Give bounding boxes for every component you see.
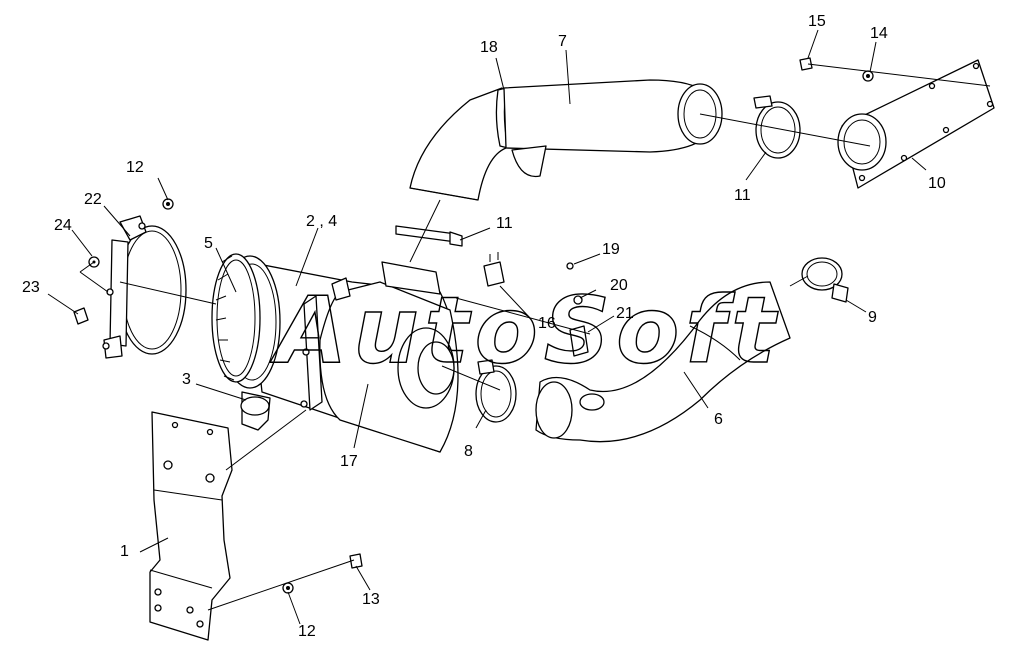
part-number-labels: 1 2 , 4 3 5 6 7 8 9 10 11 11 12 12 13 14… [22, 13, 946, 640]
label-part-16: 16 [538, 315, 556, 332]
outlet-pipe-part-6 [535, 281, 791, 443]
intake-pipe-part-7 [503, 79, 723, 178]
hose-clamp-part-9 [801, 257, 849, 303]
label-part-8: 8 [464, 443, 473, 460]
outlet-housing-part-17 [319, 261, 459, 453]
label-part-11-upper: 11 [734, 187, 751, 204]
label-part-11-lower: 11 [496, 215, 513, 232]
housing-strap-right [300, 277, 351, 411]
label-part-15: 15 [808, 13, 826, 30]
screw-part-15 [799, 57, 813, 71]
label-part-19: 19 [602, 241, 620, 258]
label-part-14: 14 [870, 25, 888, 42]
hose-clamp-part-11-upper [753, 95, 801, 159]
label-part-22: 22 [84, 191, 102, 208]
label-part-3: 3 [182, 371, 191, 388]
intake-connector [395, 225, 463, 247]
hose-clamp-part-8 [475, 359, 517, 423]
sensor-part-16 [483, 252, 505, 287]
label-part-23: 23 [22, 279, 40, 296]
label-part-10: 10 [928, 175, 946, 192]
bolt-part-12-top [162, 198, 174, 210]
mounting-bracket-part-1 [149, 411, 233, 641]
label-part-21: 21 [616, 305, 634, 322]
label-part-20: 20 [610, 277, 628, 294]
label-part-6: 6 [714, 411, 723, 428]
label-part-1: 1 [120, 543, 129, 560]
label-part-5: 5 [204, 235, 213, 252]
label-part-18: 18 [480, 39, 498, 56]
label-part-17: 17 [340, 453, 358, 470]
nut-part-14 [862, 70, 874, 82]
label-part-24: 24 [54, 217, 72, 234]
bolt-part-13 [349, 553, 363, 569]
label-part-12-top: 12 [126, 159, 144, 176]
elbow-pipe-part-18 [409, 87, 509, 201]
label-part-2-4: 2 , 4 [306, 213, 337, 230]
fitting-part-21 [569, 325, 589, 357]
label-leader-lines [47, 29, 927, 625]
label-part-7: 7 [558, 33, 567, 50]
flange-plate-part-10 [837, 59, 995, 189]
clamp-band-part-22 [102, 215, 187, 359]
label-part-9: 9 [868, 309, 877, 326]
label-part-12-bottom: 12 [298, 623, 316, 640]
screw-part-19 [566, 262, 574, 270]
dust-valve-part-3 [240, 391, 271, 431]
cover-ring-part-5 [211, 253, 261, 383]
assembly-axis-lines [79, 63, 991, 611]
washer-part-12-bottom [282, 582, 294, 594]
label-part-13: 13 [362, 591, 380, 608]
bolt-part-23 [73, 307, 89, 325]
watermark-text: AutoSoft [270, 277, 781, 384]
